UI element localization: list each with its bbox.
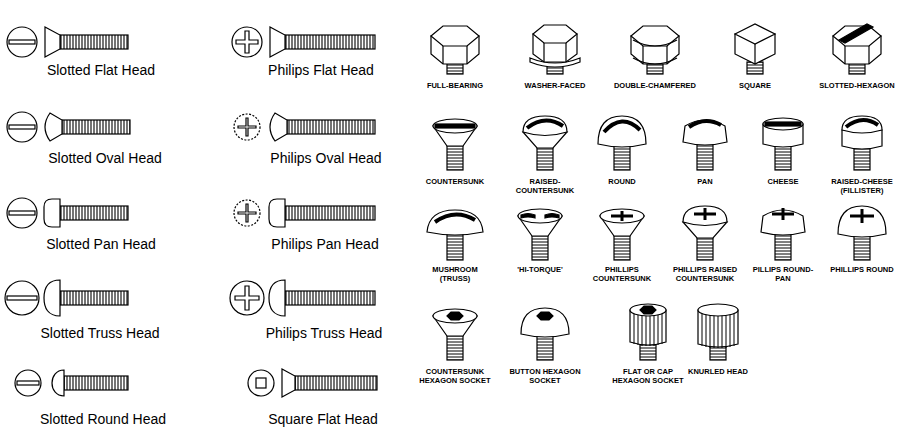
slotted-round-head-screw bbox=[15, 370, 128, 396]
slotted-oval-head-screw bbox=[7, 112, 130, 142]
head-type-label: COUNTERSUNK HEXAGON SOCKET bbox=[419, 368, 491, 385]
screw-name-label: Slotted Truss Head bbox=[40, 325, 159, 341]
countersunk-head bbox=[433, 119, 477, 170]
screw-name-label: Slotted Oval Head bbox=[48, 150, 162, 166]
head-type-label: FULL-BEARING bbox=[407, 82, 503, 91]
phillips-round-head bbox=[838, 206, 886, 260]
head-type-label: MUSHROOM (TRUSS) bbox=[419, 266, 491, 283]
raised-countersunk-head bbox=[523, 116, 567, 170]
head-type-label: PHILLIPS ROUND bbox=[826, 266, 898, 275]
screw-name-label: Philips Flat Head bbox=[268, 62, 374, 78]
head-type-label: PILLIPS ROUND-PAN bbox=[747, 266, 819, 283]
countersunk-hexagon-socket-head bbox=[433, 309, 477, 360]
head-type-label: PHILLIPS COUNTERSUNK bbox=[586, 266, 658, 283]
philips-truss-head-screw bbox=[230, 280, 375, 316]
philips-flat-head-screw bbox=[232, 27, 375, 57]
philips-oval-head-screw bbox=[234, 113, 375, 141]
head-type-label: DOUBLE-CHAMFERED bbox=[607, 82, 703, 91]
phillips-raised-countersunk-head bbox=[683, 206, 727, 260]
full-bearing-head bbox=[431, 26, 479, 74]
head-type-label: BUTTON HEXAGON SOCKET bbox=[509, 368, 581, 385]
head-type-label: 'HI-TORQUE' bbox=[504, 266, 576, 275]
slotted-hexagon-head bbox=[833, 24, 881, 74]
screw-name-label: Slotted Flat Head bbox=[47, 62, 155, 78]
head-type-label: RAISED-CHEESE (FILLISTER) bbox=[826, 178, 898, 195]
mushroom-head bbox=[427, 210, 483, 260]
hi-torque-head bbox=[518, 209, 562, 260]
head-type-label: SLOTTED-HEXAGON bbox=[809, 82, 905, 91]
knurled-head bbox=[698, 304, 738, 360]
pan-head bbox=[683, 120, 727, 170]
square-head bbox=[735, 24, 775, 74]
cheese-head bbox=[763, 118, 803, 170]
washer-faced-head bbox=[530, 25, 580, 74]
phillips-round-pan-head bbox=[761, 208, 805, 260]
head-type-label: FLAT OR CAP HEXAGON SOCKET bbox=[612, 368, 684, 385]
screw-name-label: Philips Truss Head bbox=[266, 325, 383, 341]
round-head bbox=[598, 116, 646, 170]
head-type-label: RAISED- COUNTERSUNK bbox=[509, 178, 581, 195]
screw-name-label: Philips Oval Head bbox=[270, 150, 381, 166]
head-type-label: WASHER-FACED bbox=[507, 82, 603, 91]
head-type-label: KNURLED HEAD bbox=[682, 368, 754, 377]
button-hexagon-socket-head bbox=[521, 308, 569, 360]
slotted-truss-head-screw bbox=[5, 280, 128, 316]
cap-hexagon-socket-head bbox=[630, 304, 666, 360]
square-flat-head-screw bbox=[248, 369, 377, 397]
head-type-label: SQUARE bbox=[707, 82, 803, 91]
head-type-label: PAN bbox=[669, 178, 741, 187]
slotted-flat-head-screw bbox=[7, 27, 128, 57]
head-type-label: PHILLIPS RAISED COUNTERSUNK bbox=[669, 266, 741, 283]
head-type-label: CHEESE bbox=[747, 178, 819, 187]
screw-name-label: Square Flat Head bbox=[268, 411, 378, 427]
phillips-countersunk-head bbox=[600, 209, 644, 260]
philips-pan-head-screw bbox=[234, 199, 375, 227]
raised-cheese-head bbox=[842, 116, 882, 170]
screw-name-label: Slotted Pan Head bbox=[46, 236, 156, 252]
double-chamfered-head bbox=[631, 26, 679, 74]
head-type-label: COUNTERSUNK bbox=[419, 178, 491, 187]
slotted-pan-head-screw bbox=[7, 198, 128, 228]
screw-name-label: Philips Pan Head bbox=[271, 236, 378, 252]
screw-name-label: Slotted Round Head bbox=[40, 411, 166, 427]
head-type-label: ROUND bbox=[586, 178, 658, 187]
